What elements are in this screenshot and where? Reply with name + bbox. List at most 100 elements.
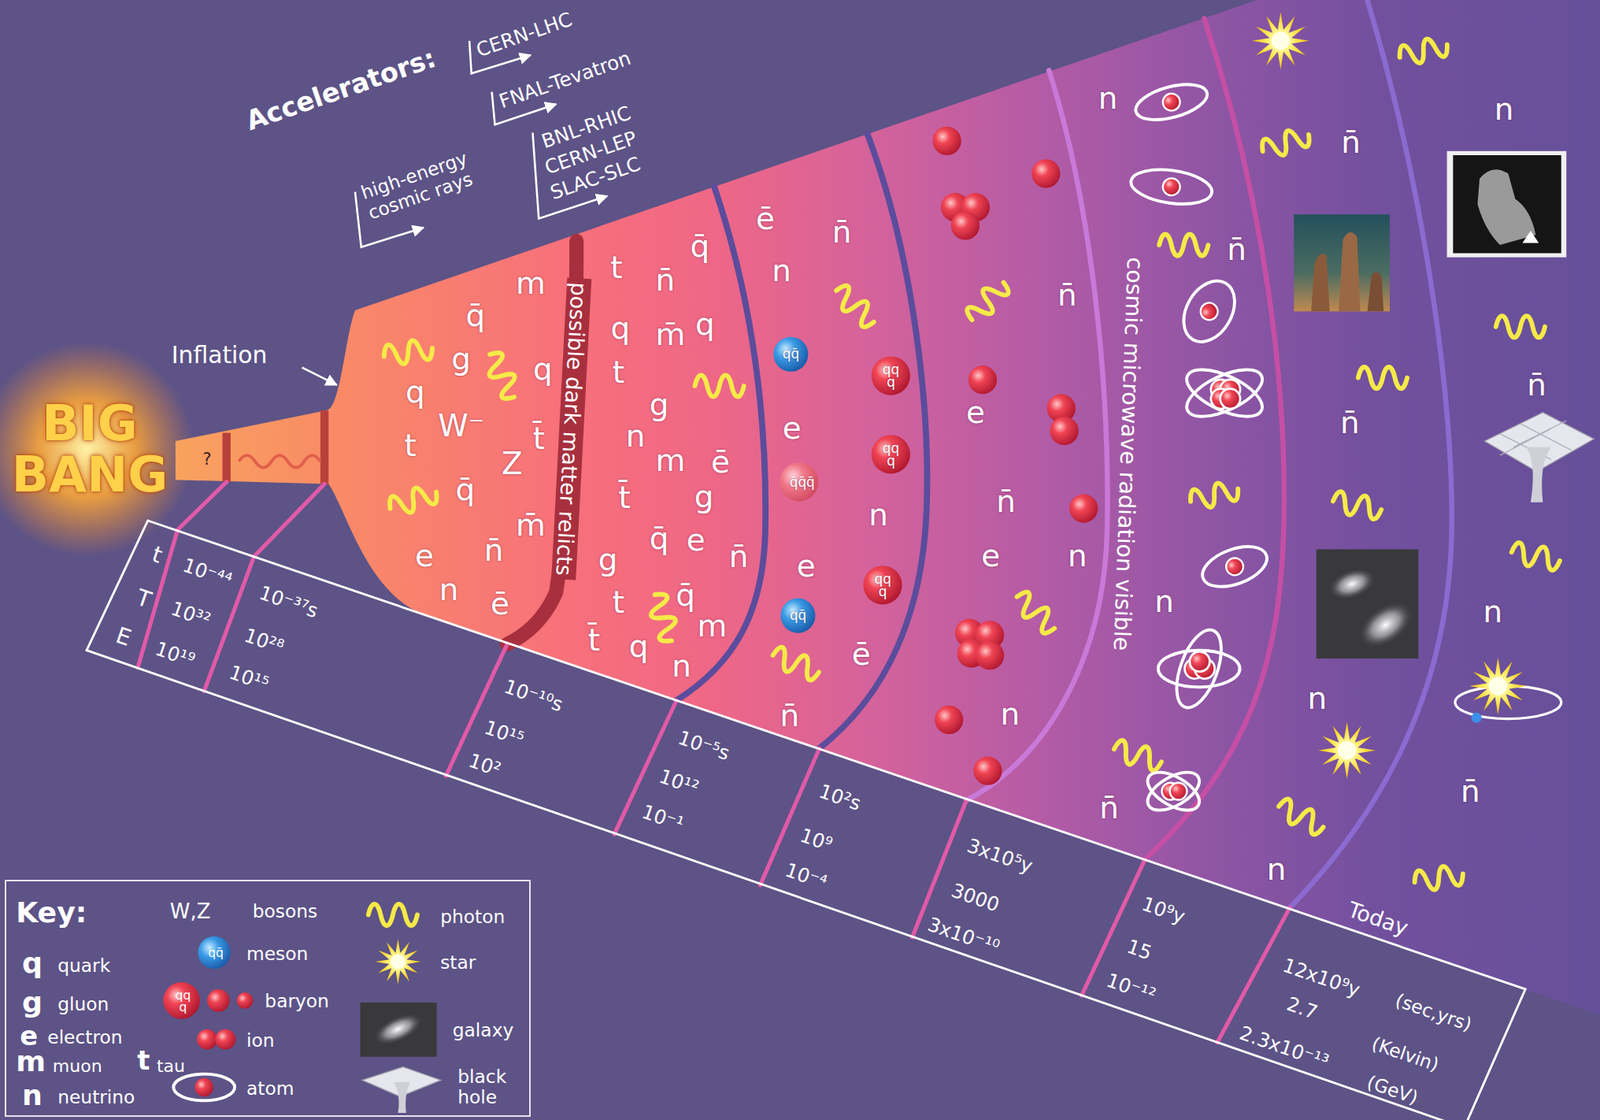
legend-label: star	[440, 951, 476, 974]
timeline-value: 2.7	[1284, 992, 1321, 1025]
particle-symbol: e	[782, 411, 802, 447]
timeline-value: t	[148, 541, 166, 570]
stars	[1251, 12, 1562, 779]
timeline-value: 10⁻¹	[639, 800, 687, 836]
particle-symbol: Z	[501, 446, 523, 482]
particle-symbol: g	[649, 387, 670, 423]
particle-symbol: n̄	[780, 698, 800, 734]
legend-label: black hole	[457, 1066, 521, 1107]
timeline-value: 10⁻¹²	[1103, 969, 1159, 1008]
annotation-label: BIG BANG	[5, 397, 175, 501]
timeline-value: 10²	[466, 749, 504, 782]
particle-symbol: ē	[755, 201, 775, 238]
legend-label: galaxy	[452, 1019, 514, 1041]
particle-symbol: qq̄	[782, 346, 800, 362]
particle-symbol: n̄	[1340, 125, 1361, 161]
timeline-value: 10⁻⁴	[781, 859, 830, 894]
annotation-label: CERN-LHC	[474, 7, 576, 62]
particle-symbol: n	[1494, 92, 1515, 128]
particle-symbol: q	[405, 374, 426, 411]
key-symbol: n	[22, 1078, 43, 1112]
particle-symbol: t̄	[533, 421, 545, 457]
particle-symbol: n̄	[484, 533, 504, 569]
particle-symbol: n	[625, 418, 646, 455]
particle-symbol: qqq	[873, 572, 893, 598]
timeline-value: 10²s	[815, 780, 863, 815]
timeline-value: 10¹⁵	[225, 660, 271, 695]
particle-symbol: e	[686, 522, 706, 559]
legend-label: gluon	[57, 993, 109, 1015]
black-hole-image	[1485, 412, 1595, 503]
particle-symbol: q	[610, 311, 630, 347]
particle-symbol: t̄	[618, 480, 631, 516]
nuclei	[932, 126, 1098, 786]
particle-symbol: W⁻	[437, 408, 485, 445]
particle-symbol: m	[655, 443, 686, 479]
particle-symbol: n̄	[1460, 774, 1481, 810]
timeline-value: (sec,yrs)	[1392, 989, 1475, 1036]
atoms	[1128, 77, 1272, 819]
timeline-value: 10¹²	[656, 765, 702, 800]
timeline-value: 15	[1123, 935, 1155, 965]
particle-symbol: ē	[711, 444, 730, 481]
particle-symbol: m	[697, 608, 728, 645]
timeline-value: 10²⁸	[240, 624, 286, 659]
particle-symbol: n	[1482, 594, 1503, 630]
particle-symbol: t	[610, 250, 623, 286]
galaxy-image	[1316, 548, 1422, 659]
particle-symbol: t	[403, 428, 416, 464]
legend-label: meson	[246, 943, 308, 965]
key-symbol: qqq	[174, 989, 193, 1014]
particle-symbol: q̄	[675, 577, 696, 614]
particle-symbol: g	[598, 542, 619, 578]
particle-symbol: n	[1098, 81, 1119, 117]
particle-symbol: n	[771, 253, 792, 289]
key-symbol: m	[15, 1044, 46, 1078]
hadrons	[773, 337, 911, 634]
particle-symbol: n	[868, 497, 889, 534]
key-heading: Key:	[15, 896, 87, 930]
key-icons	[162, 903, 441, 1113]
particle-symbol: m̄	[655, 317, 686, 353]
particle-symbol: n	[1266, 851, 1287, 888]
particle-symbol: n̄	[1526, 367, 1547, 404]
legend-label: baryon	[264, 990, 330, 1012]
annotation-label: high-energy cosmic rays	[358, 133, 517, 224]
particle-symbol: t	[612, 585, 625, 621]
particle-symbol: m	[515, 266, 546, 302]
particle-symbol: n	[1307, 681, 1328, 717]
particle-symbol: g	[451, 341, 471, 378]
key-symbol: W,Z	[170, 900, 212, 924]
timeline-value: 10⁻⁵s	[674, 725, 733, 765]
particle-symbol: n	[439, 572, 460, 608]
timeline-value: 10⁹	[797, 824, 836, 856]
timeline-value: E	[111, 622, 134, 652]
particle-symbol: m̄	[515, 507, 546, 544]
timeline-value: 10³²	[167, 597, 213, 632]
particle-symbol: ē	[851, 637, 871, 673]
particle-symbol: e	[981, 538, 1000, 575]
legend-label: photon	[440, 906, 505, 928]
legend-label: atom	[246, 1077, 294, 1100]
legend-label: neutrino	[57, 1086, 135, 1108]
annotation-label: Inflation	[171, 341, 268, 369]
particle-symbol: q̄	[690, 229, 711, 265]
particle-symbol: t	[612, 355, 625, 391]
annotation-label: FNAL-Tevatron	[496, 46, 634, 113]
particle-symbol: n̄	[996, 484, 1016, 520]
particle-symbol: e	[966, 395, 986, 431]
particle-symbol: n̄	[1057, 277, 1078, 314]
particle-symbol: q̄	[465, 298, 486, 334]
particle-symbol: e	[414, 538, 434, 575]
particle-symbol: q̄	[649, 521, 670, 557]
legend-label: tau	[156, 1055, 186, 1076]
particle-symbol: qqq	[881, 362, 900, 389]
particle-symbol: n	[1067, 538, 1088, 575]
big-bang-glow	[0, 341, 194, 556]
timeline-value: 10¹⁵	[481, 715, 526, 750]
timeline-value: 3000	[948, 879, 1002, 917]
particle-symbol: n̄	[655, 262, 675, 299]
timeline-value: Today	[1344, 896, 1412, 941]
particle-symbol: q	[533, 351, 553, 388]
particle-symbol: g	[694, 479, 715, 515]
